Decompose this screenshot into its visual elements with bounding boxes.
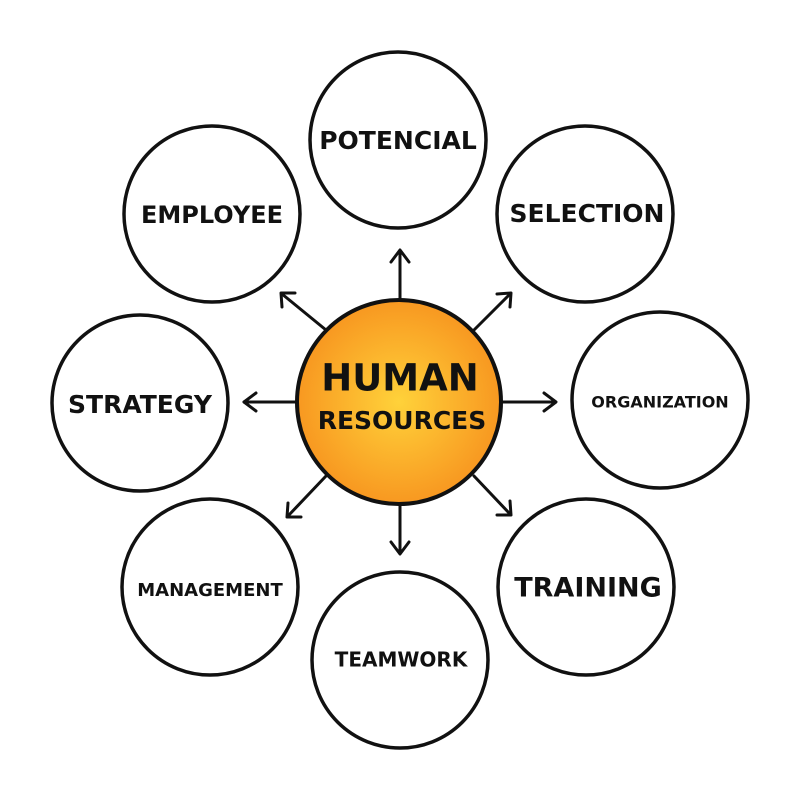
node-label: TRAINING <box>514 573 662 604</box>
arrow-to-management <box>285 474 328 519</box>
node-label: EMPLOYEE <box>141 201 283 229</box>
node-training: TRAINING <box>496 497 676 677</box>
node-organization: ORGANIZATION <box>570 310 750 490</box>
node-label: SELECTION <box>510 199 665 228</box>
node-management: MANAGEMENT <box>120 497 300 677</box>
node-label: MANAGEMENT <box>137 580 283 601</box>
node-label: ORGANIZATION <box>591 393 728 412</box>
center-label-line2: RESOURCES <box>318 406 487 435</box>
node-employee: EMPLOYEE <box>122 124 302 304</box>
arrow-to-strategy <box>242 391 298 413</box>
node-label: TEAMWORK <box>335 648 469 672</box>
arrow-to-teamwork <box>389 504 411 556</box>
node-potencial: POTENCIAL <box>308 50 488 230</box>
center-node: HUMAN RESOURCES <box>295 298 503 506</box>
node-label: POTENCIAL <box>319 126 477 155</box>
center-label-line1: HUMAN <box>321 357 478 400</box>
node-selection: SELECTION <box>495 124 675 304</box>
node-label: STRATEGY <box>68 390 213 419</box>
arrow-to-training <box>472 474 513 517</box>
arrow-to-potencial <box>389 248 411 300</box>
arrow-to-employee <box>279 291 328 332</box>
arrow-to-organization <box>500 391 558 413</box>
node-strategy: STRATEGY <box>50 313 230 493</box>
node-teamwork: TEAMWORK <box>310 570 490 750</box>
arrow-to-selection <box>472 291 513 332</box>
